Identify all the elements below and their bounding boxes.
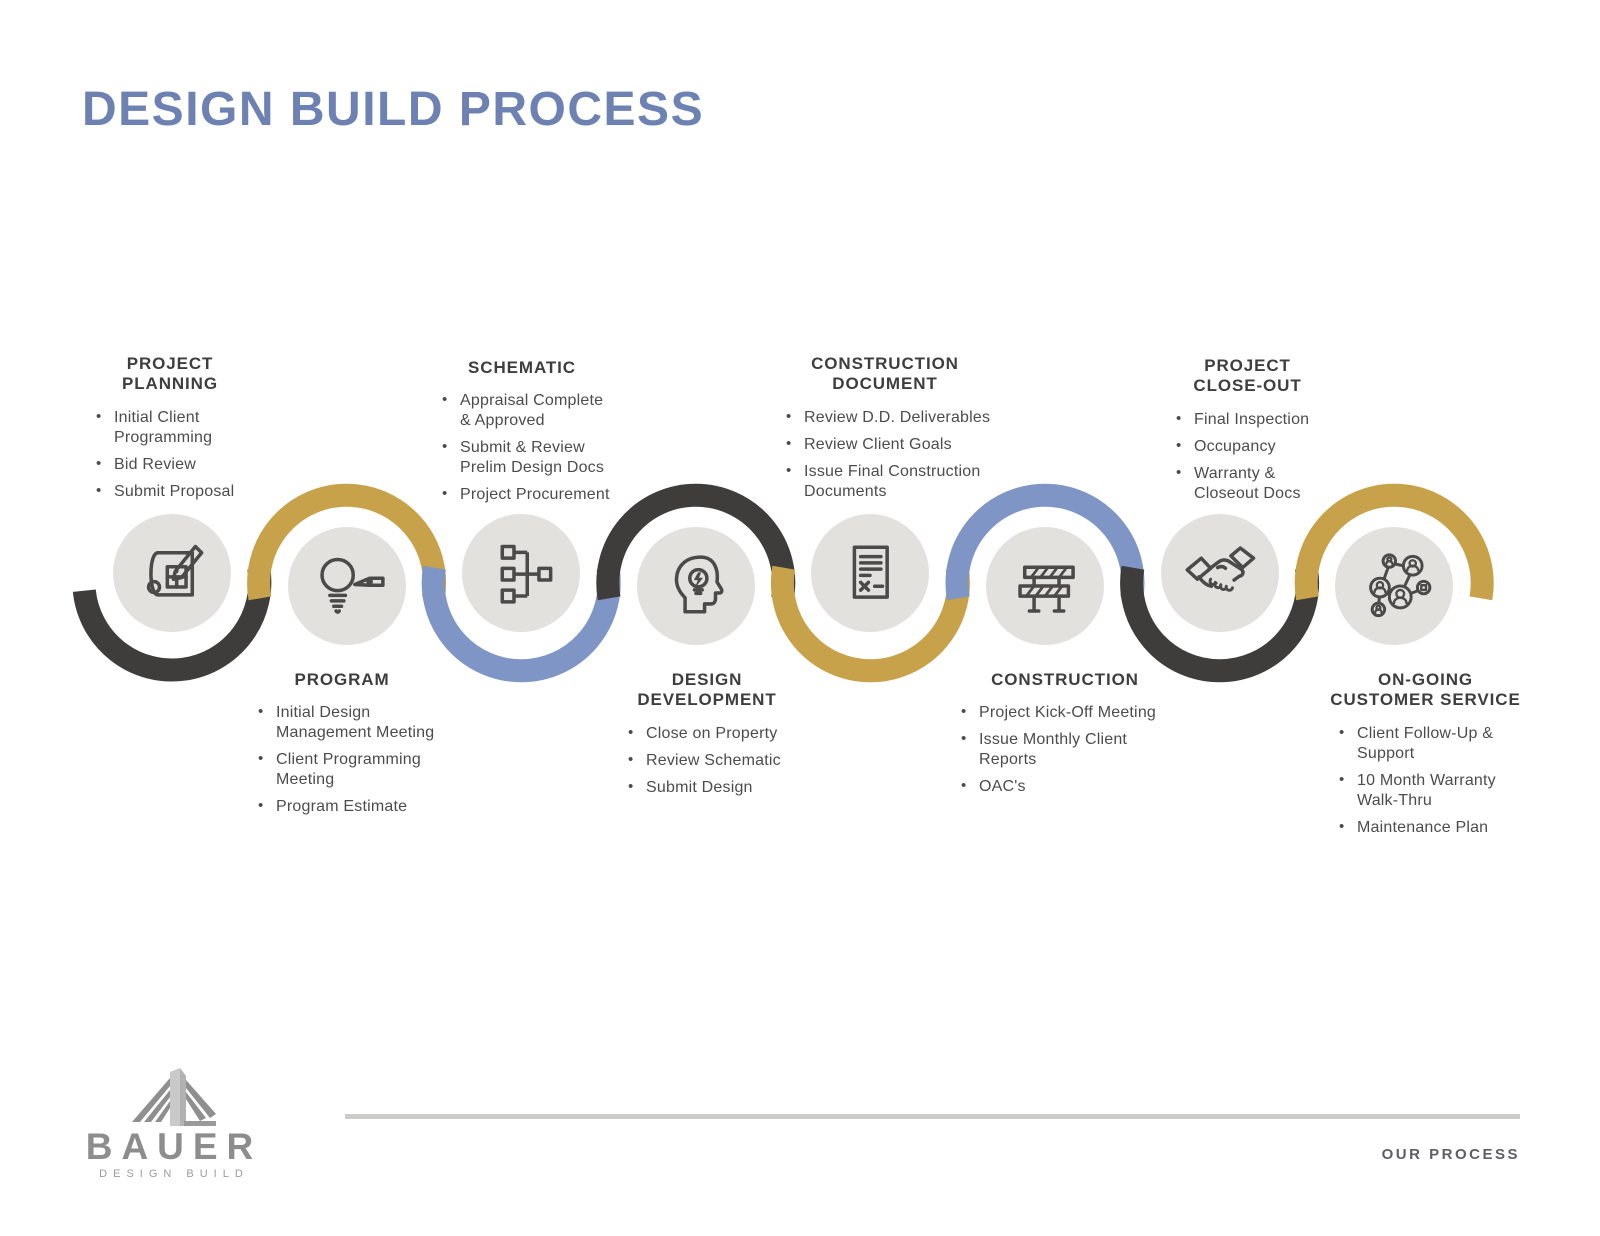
wave-arc-gold-8 xyxy=(1294,483,1494,601)
stage-bullet: Submit & Review Prelim Design Docs xyxy=(442,438,618,478)
stage-bullet: Program Estimate xyxy=(258,797,442,817)
stage-ongoing-customer-service: ON-GOING CUSTOMER SERVICE Client Follow-… xyxy=(1323,670,1528,845)
stage-bullet: OAC's xyxy=(961,777,1185,797)
stage-bullet: Appraisal Complete & Approved xyxy=(442,391,618,431)
stage-project-planning: PROJECT PLANNING Initial Client Programm… xyxy=(80,354,260,509)
stage-bullet: Maintenance Plan xyxy=(1339,818,1528,838)
barricade-icon xyxy=(1018,565,1075,613)
bauer-logo-mark xyxy=(132,1068,216,1126)
stage-bullet: Review D.D. Deliverables xyxy=(786,408,1000,428)
stage-program: PROGRAM Initial Design Management Meetin… xyxy=(242,670,442,824)
stage-bullet: Submit Design xyxy=(628,778,802,798)
contract-document-icon xyxy=(852,545,889,599)
stage-bullet: Project Procurement xyxy=(442,485,618,505)
stage-bullet-list: Review D.D. Deliverables Review Client G… xyxy=(770,408,1000,502)
idea-head-icon xyxy=(674,555,724,614)
wave-arc-dark-7 xyxy=(1120,565,1320,683)
handshake-icon xyxy=(1185,546,1256,592)
wave-arc-gold-5 xyxy=(770,565,970,683)
stage-design-development: DESIGN DEVELOPMENT Close on Property Rev… xyxy=(612,670,802,805)
stage-circle xyxy=(1161,514,1279,632)
wave-arc-blue-6 xyxy=(945,483,1145,601)
stage-construction: CONSTRUCTION Project Kick-Off Meeting Is… xyxy=(945,670,1185,804)
stage-title: CONSTRUCTION DOCUMENT xyxy=(811,354,959,394)
stage-bullet: Warranty & Closeout Docs xyxy=(1176,464,1335,504)
wave-arc-dark-1 xyxy=(72,565,272,682)
stage-bullet: Review Client Goals xyxy=(786,435,1000,455)
footer-divider-line xyxy=(345,1114,1520,1119)
stage-title: PROJECT PLANNING xyxy=(122,354,218,394)
wave-arc-dark-4 xyxy=(596,483,796,601)
process-wave xyxy=(72,483,1494,683)
stage-bullet: Issue Final Construction Documents xyxy=(786,462,1000,502)
stage-bullet: Issue Monthly Client Reports xyxy=(961,730,1185,770)
stage-title: PROJECT CLOSE-OUT xyxy=(1193,356,1302,396)
stage-bullet-list: Initial Design Management Meeting Client… xyxy=(242,703,442,817)
stage-bullet-list: Client Follow-Up & Support 10 Month Warr… xyxy=(1323,724,1528,838)
stage-bullet-list: Initial Client Programming Bid Review Su… xyxy=(80,408,260,502)
blueprint-icon xyxy=(146,544,204,597)
stage-circle xyxy=(1335,527,1453,645)
stage-schematic: SCHEMATIC Appraisal Complete & Approved … xyxy=(426,358,618,512)
stage-bullet: 10 Month Warranty Walk-Thru xyxy=(1339,771,1528,811)
stage-bullet: Review Schematic xyxy=(628,751,802,771)
brand-tagline: DESIGN BUILD xyxy=(99,1168,249,1180)
stage-bullet-list: Final Inspection Occupancy Warranty & Cl… xyxy=(1160,410,1335,504)
stage-bullet: Occupancy xyxy=(1176,437,1335,457)
network-people-icon xyxy=(1369,553,1432,618)
stage-bullet: Submit Proposal xyxy=(96,482,260,502)
wave-arc-gold-2 xyxy=(247,483,447,601)
footer-section-label: OUR PROCESS xyxy=(1381,1146,1520,1163)
stage-title: DESIGN DEVELOPMENT xyxy=(637,670,777,710)
lightbulb-pen-icon xyxy=(320,557,385,614)
stage-title: PROGRAM xyxy=(294,670,390,689)
stage-bullet: Close on Property xyxy=(628,724,802,744)
stage-title: ON-GOING CUSTOMER SERVICE xyxy=(1330,670,1521,710)
stage-bullet: Final Inspection xyxy=(1176,410,1335,430)
stage-bullet-list: Project Kick-Off Meeting Issue Monthly C… xyxy=(945,703,1185,797)
stage-bullet: Client Follow-Up & Support xyxy=(1339,724,1528,764)
page-title: DESIGN BUILD PROCESS xyxy=(82,83,705,136)
stage-construction-document: CONSTRUCTION DOCUMENT Review D.D. Delive… xyxy=(770,354,1000,509)
stage-circle xyxy=(811,514,929,632)
stage-bullet: Client Programming Meeting xyxy=(258,750,442,790)
stage-bullet: Bid Review xyxy=(96,455,260,475)
stage-bullet: Initial Client Programming xyxy=(96,408,260,448)
stage-bullet: Initial Design Management Meeting xyxy=(258,703,442,743)
stage-circle xyxy=(113,514,231,632)
stage-bullet-list: Appraisal Complete & Approved Submit & R… xyxy=(426,391,618,505)
brand-name: BAUER xyxy=(85,1126,263,1167)
stage-project-close-out: PROJECT CLOSE-OUT Final Inspection Occup… xyxy=(1160,356,1335,511)
flowchart-icon xyxy=(500,544,553,604)
stage-bullet: Project Kick-Off Meeting xyxy=(961,703,1185,723)
stage-title: SCHEMATIC xyxy=(468,358,576,377)
wave-arc-blue-3 xyxy=(421,565,621,683)
stage-title: CONSTRUCTION xyxy=(991,670,1139,689)
stage-bullet-list: Close on Property Review Schematic Submi… xyxy=(612,724,802,798)
